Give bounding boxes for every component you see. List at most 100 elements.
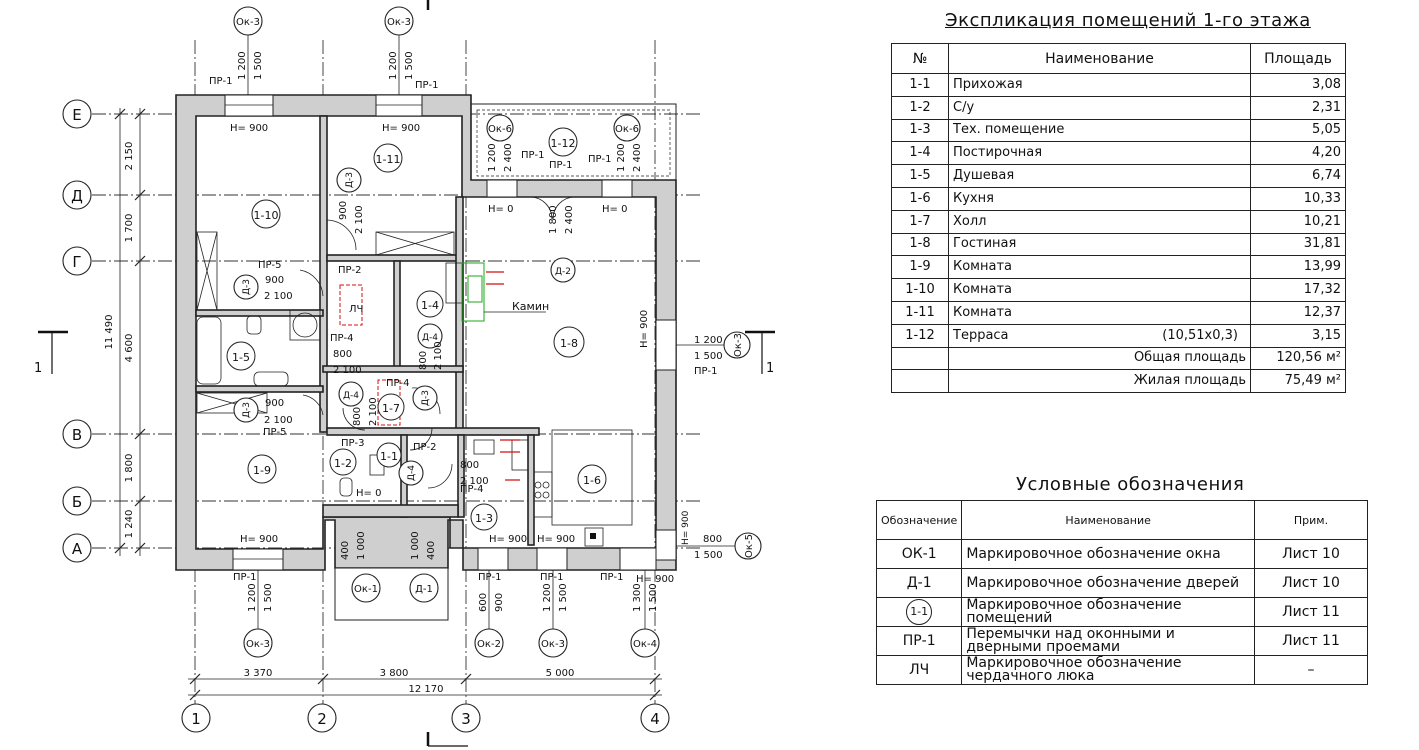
room-name-text: Комната: [953, 259, 1012, 275]
svg-text:Н= 0: Н= 0: [602, 204, 627, 215]
axis-label-1: 1: [191, 710, 201, 728]
svg-text:Ок-3: Ок-3: [541, 639, 565, 650]
total-area-label: Общая площадь: [948, 346, 1251, 371]
room-number: 1-5: [891, 164, 949, 188]
room-name-text: Душевая: [953, 168, 1015, 184]
legend-symbol-cell: ЛЧ: [875, 655, 963, 685]
living-area-label: Жилая площадь: [948, 369, 1251, 394]
svg-text:Ок-4: Ок-4: [633, 639, 657, 650]
room-name-text: Прихожая: [953, 76, 1023, 92]
legend-row: ЛЧ Маркировочное обозначение чердачного л…: [875, 655, 1368, 685]
svg-text:1-10: 1-10: [254, 209, 279, 222]
svg-text:1-1: 1-1: [380, 450, 398, 463]
room-number: 1-6: [891, 186, 949, 211]
svg-text:1 000: 1 000: [356, 531, 367, 560]
svg-text:2 100: 2 100: [460, 476, 489, 487]
legend-symbol: 1-1: [910, 605, 929, 618]
legend-description: Маркировочное обозначение чердачного люк…: [961, 655, 1255, 685]
svg-text:1-12: 1-12: [551, 137, 576, 150]
svg-text:1 500: 1 500: [253, 51, 264, 80]
room-marker-1-11: [373, 143, 403, 173]
legend-col-name-header: Наименование: [961, 500, 1255, 540]
room-area: 10,33: [1250, 186, 1346, 211]
svg-text:1-9: 1-9: [253, 464, 271, 477]
svg-text:1 000: 1 000: [410, 531, 421, 560]
svg-text:Ок-1: Ок-1: [354, 584, 378, 595]
svg-text:1 200: 1 200: [487, 143, 498, 172]
svg-text:Д-3: Д-3: [242, 279, 252, 295]
col-number-header: №: [891, 43, 949, 74]
room-area: 6,74: [1250, 164, 1346, 188]
room-number: 1-9: [891, 255, 949, 280]
room-marker-1-5: [226, 341, 256, 371]
svg-text:2 100: 2 100: [368, 397, 379, 426]
svg-text:Ок-6: Ок-6: [615, 124, 639, 135]
room-marker-1-3: [470, 503, 498, 531]
svg-text:2 100: 2 100: [333, 365, 362, 376]
living-area-empty: [891, 369, 949, 394]
fireplace-label: Камин: [512, 300, 549, 313]
svg-text:2 100: 2 100: [264, 291, 293, 302]
room-name-text: Комната: [953, 282, 1012, 298]
row-axis-markers: Е Д Г В Б А: [62, 99, 92, 563]
svg-text:3 370: 3 370: [244, 668, 273, 679]
axis-label-3: 3: [461, 710, 471, 728]
svg-text:1-5: 1-5: [232, 351, 250, 364]
room-number: 1-7: [891, 209, 949, 234]
legend-col-symbol-header: Обозначение: [875, 500, 963, 540]
room-name: Постирочная: [948, 141, 1251, 166]
svg-text:Н= 900: Н= 900: [240, 534, 278, 545]
svg-text:Д-4: Д-4: [422, 333, 438, 343]
svg-text:ПР-1: ПР-1: [478, 572, 502, 583]
svg-text:11 490: 11 490: [104, 315, 115, 350]
svg-text:ПР-1: ПР-1: [415, 80, 439, 91]
svg-text:Н= 900: Н= 900: [639, 310, 650, 348]
legend-symbol: ЛЧ: [909, 661, 930, 678]
room-name: Комната: [948, 300, 1251, 325]
svg-text:1 240: 1 240: [124, 510, 135, 539]
room-number: 1-11: [891, 300, 949, 325]
svg-text:1 200: 1 200: [694, 335, 723, 346]
svg-text:1 500: 1 500: [263, 583, 274, 612]
axis-marker-b: [62, 486, 92, 516]
svg-text:Ок-3: Ок-3: [236, 17, 260, 28]
legend-symbol-cell: 1-1: [875, 597, 963, 627]
legend-col-note-header: Прим.: [1254, 500, 1368, 540]
svg-text:1 500: 1 500: [648, 583, 659, 612]
axis-label-g: Г: [72, 253, 81, 271]
room-name: Прихожая: [948, 73, 1251, 97]
svg-text:1 300: 1 300: [632, 583, 643, 612]
svg-text:1: 1: [766, 361, 774, 376]
svg-text:800: 800: [703, 534, 722, 545]
legend-title: Условные обозначения: [1016, 474, 1245, 495]
svg-text:1-11: 1-11: [376, 153, 401, 166]
room-name-text: Тех. помещение: [953, 122, 1065, 138]
room-area: 3,08: [1250, 73, 1346, 97]
svg-text:1-7: 1-7: [382, 402, 400, 415]
svg-text:2 100: 2 100: [433, 341, 444, 370]
room-number: 1-4: [891, 141, 949, 166]
svg-text:Н= 900: Н= 900: [230, 123, 268, 134]
room-name-text: С/у: [953, 99, 975, 115]
svg-text:ПР-2: ПР-2: [413, 442, 437, 453]
room-extra: (10,51x0,3): [1162, 327, 1238, 343]
total-area-empty: [891, 346, 949, 371]
svg-text:ПР-1: ПР-1: [549, 160, 573, 171]
room-area: 2,31: [1250, 95, 1346, 120]
column-axis-markers: 1 2 3 4: [181, 703, 670, 733]
room-number: 1-8: [891, 232, 949, 257]
svg-text:1-4: 1-4: [421, 299, 439, 312]
svg-text:400: 400: [340, 541, 351, 560]
room-name: Холл: [948, 209, 1251, 234]
room-area: 17,32: [1250, 278, 1346, 302]
room-marker-1-9: [247, 454, 277, 484]
